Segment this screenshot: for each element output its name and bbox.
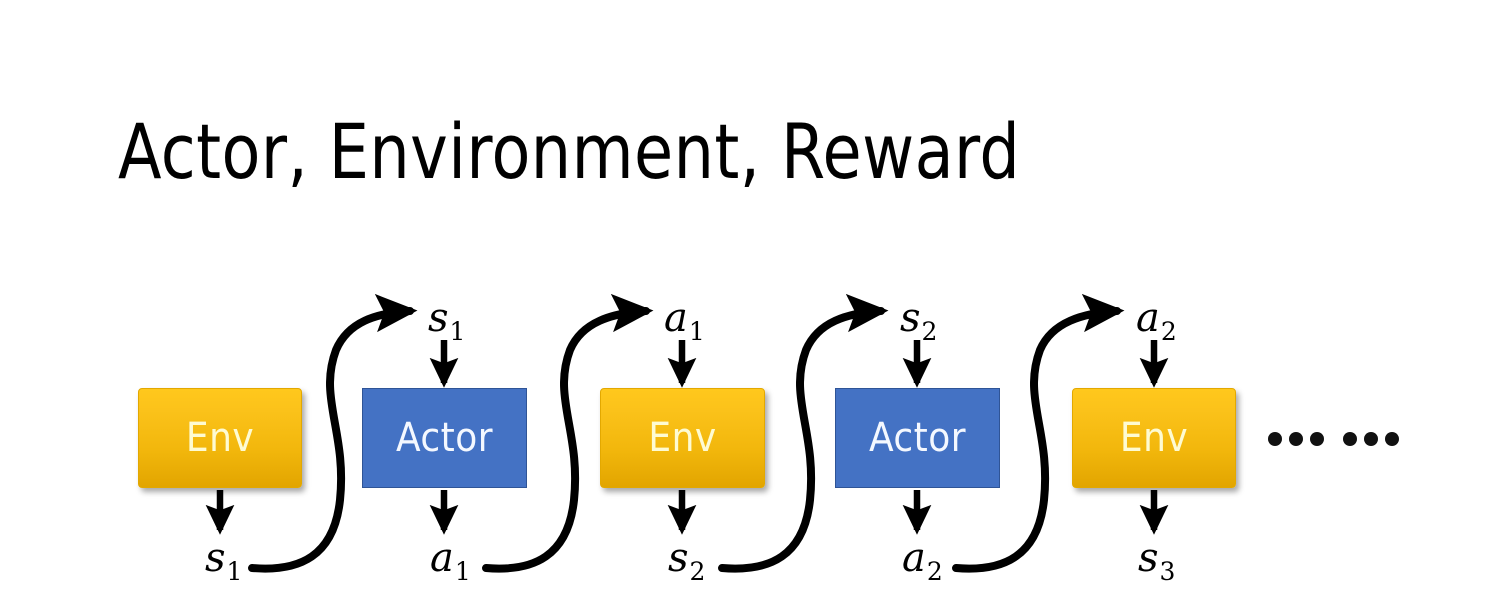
symbol: s (428, 295, 449, 341)
subscript: 3 (1159, 557, 1176, 586)
ellipsis-gap (1331, 439, 1336, 440)
ellipsis-dot (1310, 432, 1324, 446)
subscript: 2 (1160, 317, 1177, 346)
node-actor-2[interactable]: Actor (835, 388, 1000, 488)
subscript: 2 (689, 557, 706, 586)
symbol: a (1136, 295, 1160, 341)
ellipsis-dot (1385, 432, 1399, 446)
ellipsis-dot (1343, 432, 1357, 446)
symbol: s (205, 535, 226, 581)
node-actor-1[interactable]: Actor (362, 388, 527, 488)
node-label: Actor (868, 415, 967, 461)
ellipsis-dot (1289, 432, 1303, 446)
symbol: s (900, 295, 921, 341)
ellipsis-continuation-icon (1268, 432, 1399, 446)
subscript: 2 (921, 317, 938, 346)
node-label: Env (185, 415, 255, 461)
label-bottom-s2: s2 (668, 535, 705, 584)
symbol: a (664, 295, 688, 341)
subscript: 1 (688, 317, 705, 346)
label-bottom-a2: a2 (902, 535, 943, 584)
subscript: 2 (926, 557, 943, 586)
label-bottom-s3: s3 (1138, 535, 1175, 584)
subscript: 1 (449, 317, 466, 346)
symbol: a (902, 535, 926, 581)
node-env-2[interactable]: Env (600, 388, 765, 488)
label-top-a2: a2 (1136, 295, 1177, 344)
page-title: Actor, Environment, Reward (118, 107, 1021, 196)
node-label: Env (648, 415, 717, 461)
label-top-s2: s2 (900, 295, 937, 344)
ellipsis-dot (1268, 432, 1282, 446)
symbol: a (430, 535, 454, 581)
node-env-1[interactable]: Env (138, 388, 302, 488)
subscript: 1 (226, 557, 243, 586)
symbol: s (668, 535, 689, 581)
ellipsis-dot (1364, 432, 1378, 446)
node-label: Actor (395, 415, 494, 461)
label-top-a1: a1 (664, 295, 705, 344)
node-label: Env (1119, 415, 1189, 461)
label-bottom-a1: a1 (430, 535, 471, 584)
symbol: s (1138, 535, 1159, 581)
subscript: 1 (454, 557, 471, 586)
node-env-3[interactable]: Env (1072, 388, 1236, 488)
label-bottom-s1: s1 (205, 535, 242, 584)
label-top-s1: s1 (428, 295, 465, 344)
